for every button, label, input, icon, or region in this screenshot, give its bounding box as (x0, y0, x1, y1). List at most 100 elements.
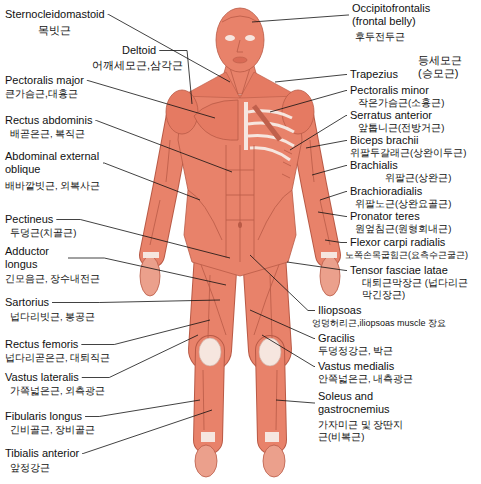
leader-line (250, 310, 315, 339)
korean-name: 긴비골근, 장비골근 (10, 424, 95, 436)
ankle (265, 432, 279, 442)
korean-name: 배곧은근, 복직근 (10, 128, 85, 140)
muscle-name: Flexor carpi radialis (350, 236, 445, 249)
left-hand (140, 256, 160, 296)
muscle-name: Gracilis (318, 332, 355, 345)
eye (245, 35, 255, 41)
muscle-name: Sternocleidomastoid (5, 8, 105, 21)
korean-name: 앞정강근 (10, 462, 50, 474)
left-knee (199, 338, 221, 366)
leader-line (85, 400, 200, 417)
left-deltoid (166, 90, 198, 134)
leader-line (108, 15, 230, 83)
muscle-name: Sartorius (5, 296, 49, 309)
leader-line (312, 166, 347, 176)
forearm-line (150, 200, 160, 245)
leader-line (95, 121, 232, 173)
korean-name: 어깨세모근,삼각근 (92, 59, 183, 72)
sternum (244, 102, 248, 150)
korean-name: 긴모음근, 장수내전근 (5, 273, 100, 285)
leader-line (290, 116, 347, 151)
rib (248, 135, 294, 146)
right-knee (259, 338, 281, 366)
leader-line (52, 300, 220, 303)
leader-line (56, 220, 230, 259)
muscle-name: Rectus abdominis (5, 114, 92, 127)
muscle-name: Vastus lateralis (5, 371, 79, 384)
muscle-name: Abdominal external oblique (5, 150, 100, 176)
ankle (201, 432, 215, 442)
korean-name: 안쪽넓은근, 내측광근 (318, 373, 413, 385)
korean-name: 대퇴근막장근 (넙다리근막긴장근) (362, 277, 472, 301)
wrist-tendon (321, 252, 337, 258)
head (216, 8, 264, 72)
right-hand (320, 256, 340, 296)
muscle-name: Biceps brachii (350, 134, 418, 147)
korean-name: 두덩근(치골근) (10, 227, 76, 239)
forearm-line (320, 200, 330, 245)
shin-line (203, 370, 204, 430)
muscle-name: Pectineus (5, 213, 53, 226)
rib (250, 148, 290, 160)
muscle-name: Fibularis longus (5, 410, 82, 423)
leader-line (81, 320, 210, 345)
muscle-name: Brachioradialis (350, 185, 422, 198)
korean-name: 큰가슴근,대흉근 (5, 88, 78, 100)
sartorius-line (254, 262, 280, 335)
serratus-lines (282, 150, 292, 178)
thigh-line (270, 275, 272, 338)
muscle-name: Pectoralis minor (350, 84, 429, 97)
mouth (233, 57, 247, 63)
leader-line (325, 240, 347, 243)
korean-name: 두덩정강근, 박근 (318, 345, 393, 357)
muscle-name: Adductor longus (5, 245, 65, 271)
korean-name: 작은가슴근(소흉근) (358, 97, 444, 109)
leader-line (306, 141, 347, 149)
korean-name: 넙다리빗근, 봉공근 (10, 311, 95, 323)
sartorius-line (200, 262, 226, 335)
forehead-line (222, 16, 258, 22)
biceps-line (166, 140, 170, 182)
oblique-lines (188, 190, 292, 240)
korean-name: 엉덩허리근,iliopsoas muscle 장요 (312, 317, 446, 329)
korean-name: 가쪽넓은근, 외측광근 (10, 385, 105, 397)
leader-line (87, 81, 215, 119)
korean-name: 넙다리곧은근, 대퇴직근 (5, 352, 110, 364)
leader-line (275, 75, 347, 83)
left-foot (195, 445, 217, 477)
muscle-name: Trapezius (350, 68, 398, 81)
leader-line (276, 400, 315, 403)
muscle-name: Brachialis (350, 159, 398, 172)
leader-line (82, 410, 212, 454)
pectoralis-minor (254, 106, 280, 140)
korean-name: 가자미근 및 장딴지근(비복근) (318, 419, 408, 443)
korean-name: 앞톱니근(전방거근) (358, 122, 444, 134)
leader-line (103, 163, 200, 200)
leader-line (262, 335, 315, 367)
korean-name: 후두전두근 (355, 31, 405, 43)
korean-name: 위팔두갈래근(상완이두근) (350, 147, 466, 159)
korean-name: 위팔노근(상완요골근) (355, 198, 451, 210)
navel (238, 222, 242, 228)
muscle-name: Pronator teres (350, 210, 420, 223)
leader-line (250, 255, 315, 311)
left-pectoral (194, 100, 238, 140)
korean-name: 위팔근(상완근) (385, 172, 451, 184)
rectus-abdominis-lines (226, 145, 254, 262)
head-shape (216, 8, 264, 72)
muscle-name: Tibialis anterior (5, 447, 79, 460)
leader-line (252, 15, 349, 22)
leader-line (270, 91, 347, 113)
muscle-name: Soleus and gastrocnemius (318, 390, 436, 416)
muscle-name: Pectoralis major (5, 74, 84, 87)
korean-name: 원엎침근(원형회내근) (355, 223, 451, 235)
wrist-tendon (143, 252, 159, 258)
muscle-name: Serratus anterior (350, 109, 432, 122)
leader-line (318, 212, 347, 217)
legs (195, 255, 285, 477)
leader-line (159, 51, 192, 105)
leader-line (320, 192, 347, 201)
nose (237, 40, 243, 52)
